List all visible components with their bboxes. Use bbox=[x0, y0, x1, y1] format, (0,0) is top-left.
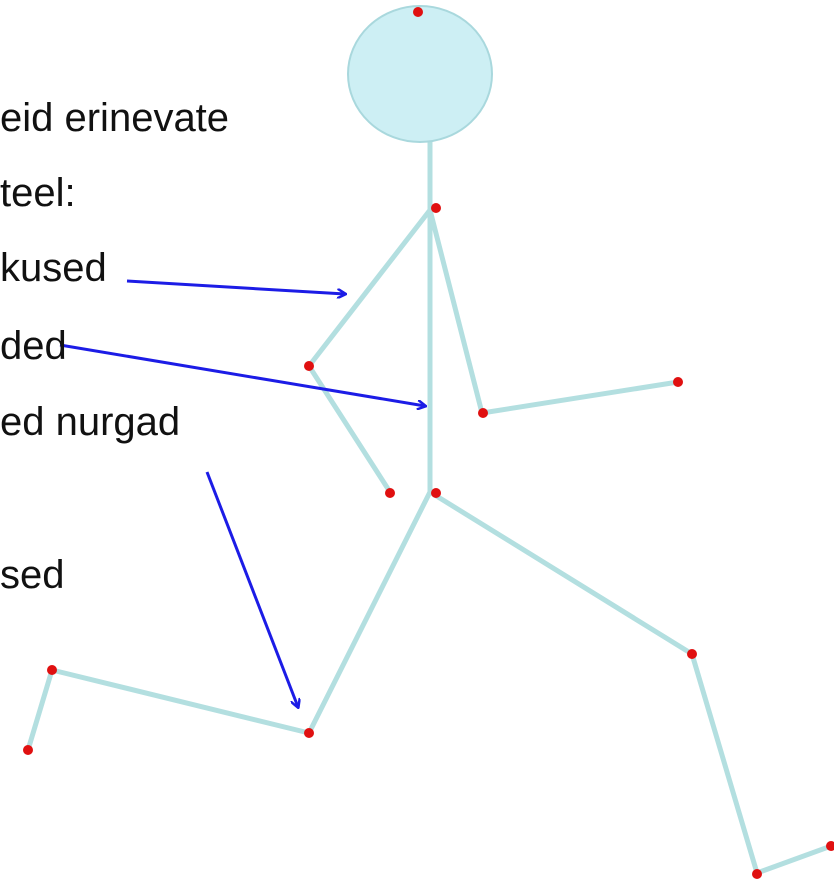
arrow-to-upper-arm bbox=[126, 279, 345, 294]
forearm-right-line bbox=[479, 379, 681, 416]
thigh-right-line bbox=[427, 489, 695, 657]
joint-elbow-right bbox=[478, 408, 488, 418]
forearm-left-line bbox=[306, 363, 393, 495]
joint-hand-right bbox=[673, 377, 683, 387]
stick-figure-limbs bbox=[25, 137, 834, 876]
joint-toe-right bbox=[826, 841, 834, 851]
text-line-6: sed bbox=[0, 553, 65, 597]
upper-arm-left-line bbox=[306, 207, 433, 369]
text-line-2: teel: bbox=[0, 171, 76, 215]
joint-ankle-right bbox=[752, 869, 762, 879]
arrow-to-spine bbox=[59, 343, 425, 406]
joint-knee-right bbox=[687, 649, 697, 659]
text-line-4: ded bbox=[0, 324, 67, 368]
thigh-left-line bbox=[306, 489, 433, 736]
joint-toe-left bbox=[23, 745, 33, 755]
arrow-to-knee bbox=[205, 471, 298, 707]
annotation-arrows bbox=[59, 279, 425, 707]
shin-left-line bbox=[49, 667, 312, 736]
joint-shoulder bbox=[431, 203, 441, 213]
joint-head-top bbox=[413, 7, 423, 17]
text-line-1: eid erinevate bbox=[0, 96, 230, 140]
upper-arm-right-line bbox=[427, 207, 485, 416]
joint-hand-left bbox=[385, 488, 395, 498]
joint-ankle-left bbox=[47, 665, 57, 675]
foot-right-line bbox=[754, 842, 834, 876]
joint-markers bbox=[23, 7, 834, 879]
joint-elbow-left bbox=[304, 361, 314, 371]
text-line-5: ed nurgad bbox=[0, 400, 181, 444]
joint-knee-left bbox=[304, 728, 314, 738]
shin-right-line bbox=[689, 651, 760, 876]
joint-hip bbox=[431, 488, 441, 498]
foot-left-line bbox=[25, 667, 55, 753]
text-line-3: kused bbox=[0, 246, 107, 290]
head-circle bbox=[347, 5, 493, 143]
